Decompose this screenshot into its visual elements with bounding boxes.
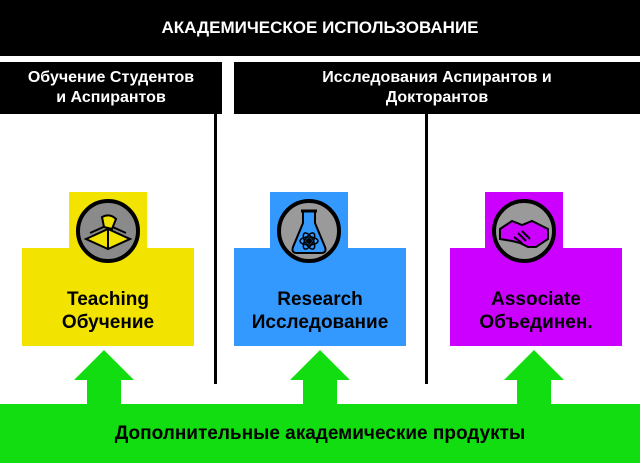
column-divider	[214, 114, 217, 384]
research-column-header-text: Исследования Аспирантов и Докторантов	[322, 69, 552, 106]
column-divider	[425, 114, 428, 384]
associate-label-ru: Объединен.	[479, 312, 593, 333]
associate-label: Associate Объединен.	[450, 288, 622, 334]
teaching-label-ru: Обучение	[61, 312, 155, 333]
research-panel: Research Исследование	[234, 192, 406, 348]
header-title: АКАДЕМИЧЕСКОЕ ИСПОЛЬЗОВАНИЕ	[0, 0, 640, 56]
arrow-stem	[517, 380, 551, 405]
research-panel-box	[234, 248, 406, 346]
associate-panel-box	[450, 248, 622, 346]
teaching-column-header-text: Обучение Студентов и Аспирантов	[27, 69, 195, 106]
flask-icon	[277, 199, 341, 263]
footer-label: Дополнительные академические продукты	[114, 422, 526, 444]
footer-bar: Дополнительные академические продукты	[0, 404, 640, 463]
research-label-ru: Исследование	[251, 312, 389, 333]
associate-label-en: Associate	[491, 289, 581, 310]
arrow-stem	[87, 380, 121, 405]
book-icon	[76, 199, 140, 263]
research-label-en: Research	[277, 289, 363, 310]
arrow-up-icon	[290, 350, 350, 380]
research-label: Research Исследование	[234, 288, 406, 334]
research-column-header: Исследования Аспирантов и Докторантов	[234, 62, 640, 114]
teaching-panel: Teaching Обучение	[22, 192, 194, 348]
arrow-up-icon	[504, 350, 564, 380]
teaching-label-en: Teaching	[67, 289, 149, 310]
associate-panel: Associate Объединен.	[450, 192, 622, 348]
teaching-label: Teaching Обучение	[22, 288, 194, 334]
teaching-panel-box	[22, 248, 194, 346]
arrow-up-icon	[74, 350, 134, 380]
handshake-icon	[492, 199, 556, 263]
arrow-stem	[303, 380, 337, 405]
teaching-column-header: Обучение Студентов и Аспирантов	[0, 62, 222, 114]
